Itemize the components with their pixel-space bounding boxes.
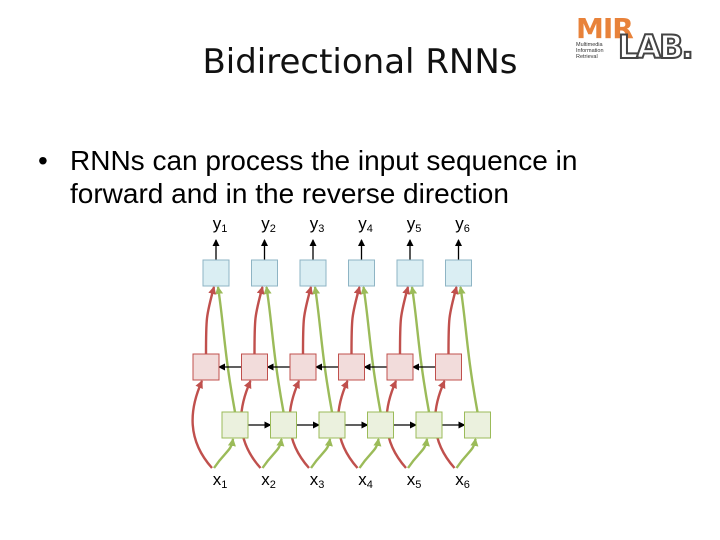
input-label: x4 <box>358 470 373 491</box>
logo-subtitle-line: Information <box>576 48 604 54</box>
output-label-index: 6 <box>463 223 470 235</box>
input-to-forward-edge <box>455 438 479 469</box>
input-label-letter: x <box>309 470 319 489</box>
output-label-index: 2 <box>269 223 276 235</box>
backward-hidden-node <box>435 353 462 381</box>
backward-hidden-node <box>192 353 220 381</box>
input-label-index: 2 <box>269 479 276 491</box>
input-to-forward-edge <box>261 438 285 469</box>
input-label-index: 4 <box>366 479 373 491</box>
output-label-letter: y <box>309 214 319 233</box>
input-label-letter: x <box>212 470 222 489</box>
input-to-forward-edge <box>310 438 333 469</box>
input-label-index: 5 <box>415 479 422 491</box>
input-label: x2 <box>261 470 276 491</box>
output-label-index: 3 <box>318 223 325 235</box>
input-to-forward-edge <box>358 438 382 469</box>
output-node <box>202 259 230 287</box>
input-label: x6 <box>455 470 470 491</box>
forward-to-output-edge <box>215 286 237 413</box>
input-label: x5 <box>407 470 422 491</box>
input-label-letter: x <box>455 470 464 489</box>
output-label: y1 <box>213 214 228 235</box>
input-label-letter: x <box>261 470 270 489</box>
forward-to-output-edge <box>409 286 431 413</box>
backward-to-output-edge <box>350 286 362 355</box>
output-label-index: 5 <box>415 223 422 235</box>
output-label-index: 1 <box>221 223 228 235</box>
input-to-forward-edge <box>213 438 236 469</box>
bullet-dot: • <box>38 145 48 176</box>
input-label-letter: x <box>358 470 367 489</box>
forward-hidden-node <box>415 411 443 439</box>
mir-lab-logo: MIR LAB. Multimedia Information Retrieva… <box>574 12 695 67</box>
output-label-letter: y <box>455 214 464 233</box>
forward-to-output-edge <box>263 286 285 413</box>
output-label-letter: y <box>261 214 270 233</box>
output-label-index: 4 <box>366 223 373 235</box>
backward-to-output-edge <box>204 286 216 355</box>
forward-to-output-edge <box>312 286 334 413</box>
output-node <box>299 259 327 287</box>
backward-hidden-node <box>386 353 414 381</box>
output-label-letter: y <box>212 214 222 233</box>
backward-hidden-node <box>241 353 268 381</box>
input-label-index: 1 <box>221 479 228 491</box>
slide-title: Bidirectional RNNs <box>202 42 518 82</box>
forward-hidden-node <box>221 411 249 439</box>
output-label-letter: y <box>406 214 416 233</box>
output-label: y3 <box>310 214 325 235</box>
output-node <box>396 259 424 287</box>
input-label: x3 <box>310 470 325 491</box>
logo-lab-text: LAB. <box>617 27 695 67</box>
output-node <box>445 259 472 287</box>
backward-to-output-edge <box>253 286 265 355</box>
output-node <box>348 259 375 287</box>
output-label: y6 <box>455 214 470 235</box>
input-to-forward-edge <box>407 438 430 469</box>
forward-to-output-edge <box>360 286 382 413</box>
input-label: x1 <box>213 470 228 491</box>
logo-mir-text: MIR <box>576 12 634 45</box>
input-label-index: 3 <box>318 479 325 491</box>
backward-to-output-edge <box>301 286 313 355</box>
input-to-backward-edge <box>191 380 213 469</box>
backward-to-output-edge <box>447 286 459 355</box>
forward-to-output-edge <box>457 286 479 413</box>
input-label-letter: x <box>406 470 416 489</box>
backward-hidden-node <box>338 353 365 381</box>
output-label: y5 <box>407 214 422 235</box>
forward-hidden-node <box>367 411 394 439</box>
forward-hidden-node <box>270 411 297 439</box>
output-label: y4 <box>358 214 373 235</box>
logo-subtitle-line: Retrieval <box>576 54 598 60</box>
output-label-letter: y <box>358 214 367 233</box>
output-node <box>251 259 278 287</box>
logo-subtitle: Multimedia Information Retrieval <box>576 42 604 60</box>
output-label: y2 <box>261 214 276 235</box>
backward-hidden-node <box>289 353 317 381</box>
forward-hidden-node <box>318 411 346 439</box>
bullet-text: RNNs can process the input sequence in f… <box>70 145 578 209</box>
backward-to-output-edge <box>398 286 410 355</box>
input-label-index: 6 <box>463 479 470 491</box>
logo-subtitle-line: Multimedia <box>576 42 603 48</box>
forward-hidden-node <box>464 411 491 439</box>
